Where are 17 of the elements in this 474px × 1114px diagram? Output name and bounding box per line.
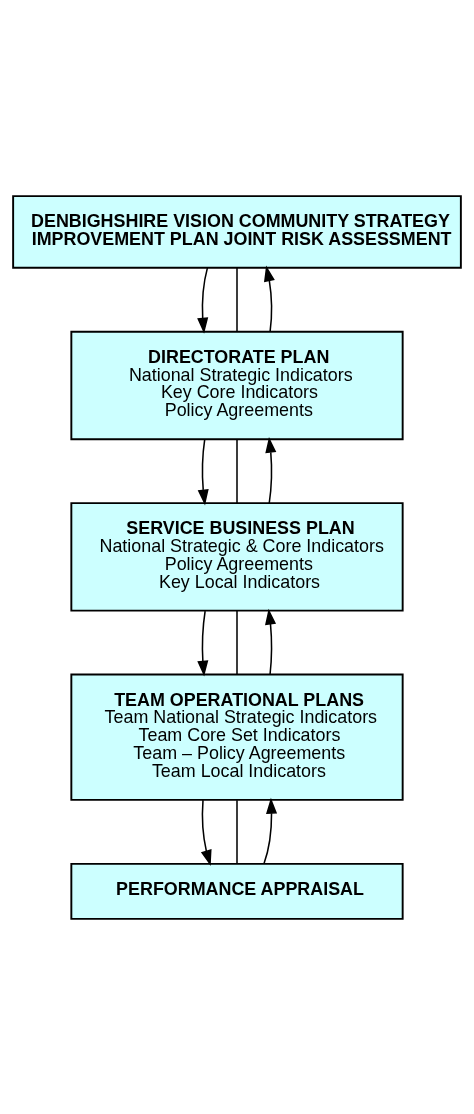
connector: [236, 798, 238, 864]
node-box: TEAM OPERATIONAL PLANS Team National Strategic Indicators Team Core Set Indicators Team – Policy Agreements Team Local Indicators: [70, 673, 404, 801]
connector: [236, 609, 238, 675]
arrow: [265, 436, 277, 504]
connector: [236, 437, 238, 504]
node-box: DIRECTORATE PLAN National Strategic Indicators Key Core Indicators Policy Agreements: [70, 330, 404, 440]
node-box: PERFORMANCE APPRAISAL: [70, 862, 404, 920]
arrow: [265, 608, 277, 675]
arrow: [263, 797, 278, 864]
arrow: [197, 609, 209, 677]
node-box: SERVICE BUSINESS PLAN National Strategic & Core Indicators Policy Agreements Key Local Indicators: [70, 501, 404, 612]
arrow: [197, 437, 209, 505]
arrow: [200, 798, 212, 866]
arrow: [263, 265, 275, 332]
node-box: DENBIGHSHIRE VISION COMMUNITY STRATEGY IMPROVEMENT PLAN JOINT RISK ASSESSMENT: [12, 194, 462, 269]
arrow: [197, 266, 209, 334]
connector: [236, 266, 238, 332]
